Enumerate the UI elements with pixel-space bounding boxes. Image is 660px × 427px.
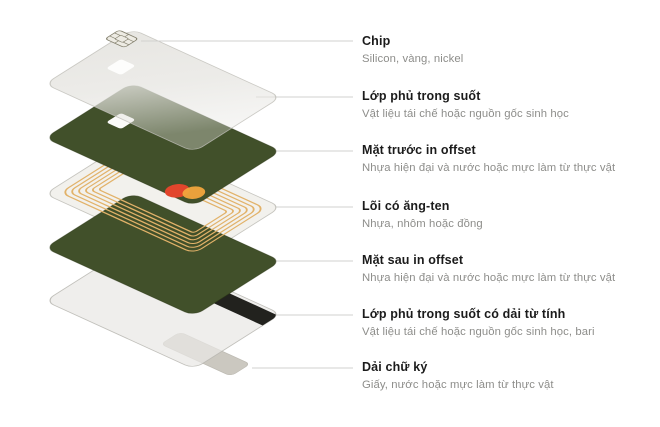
label-clear-front: Lớp phủ trong suốt Vật liệu tái chế hoặc… <box>362 88 569 122</box>
label-clear-back-magstripe: Lớp phủ trong suốt có dải từ tính Vật li… <box>362 306 595 340</box>
layer-title: Dải chữ ký <box>362 360 428 374</box>
chip-icon <box>105 30 138 48</box>
layer-title: Mặt sau in offset <box>362 253 464 267</box>
layer-title: Chip <box>362 34 391 48</box>
antenna-coil <box>64 149 262 252</box>
layer-material: Silicon, vàng, nickel <box>362 53 464 65</box>
layer-material: Vật liệu tái chế hoặc nguồn gốc sinh học <box>362 108 569 120</box>
layer-title: Lớp phủ trong suốt có dải từ tính <box>362 307 566 321</box>
layer-title: Lõi có ăng-ten <box>362 199 450 213</box>
label-front-offset: Mặt trước in offset Nhựa hiện đại và nướ… <box>362 142 615 176</box>
layer-material: Vật liệu tái chế hoặc nguồn gốc sinh học… <box>362 326 595 338</box>
label-back-offset: Mặt sau in offset Nhựa hiện đại và nước … <box>362 252 615 286</box>
logo-circle-orange <box>182 186 206 199</box>
layer-material: Nhựa, nhôm hoặc đồng <box>362 218 483 230</box>
layer-clear-front-shape <box>49 31 277 150</box>
label-chip: Chip Silicon, vàng, nickel <box>362 33 463 67</box>
label-signature-strip: Dải chữ ký Giấy, nước hoặc mực làm từ th… <box>362 359 554 393</box>
layer-title: Mặt trước in offset <box>362 143 476 157</box>
chip-contacts <box>109 32 135 45</box>
chip-cutout-window <box>107 59 135 75</box>
layer-title: Lớp phủ trong suốt <box>362 89 481 103</box>
layer-material: Nhựa hiện đại và nước hoặc mực làm từ th… <box>362 162 616 174</box>
layer-back-offset-shape <box>49 195 277 314</box>
layer-material: Giấy, nước hoặc mực làm từ thực vật <box>362 379 554 391</box>
label-antenna-core: Lõi có ăng-ten Nhựa, nhôm hoặc đồng <box>362 198 483 232</box>
layer-material: Nhựa hiện đại và nước hoặc mực làm từ th… <box>362 272 616 284</box>
